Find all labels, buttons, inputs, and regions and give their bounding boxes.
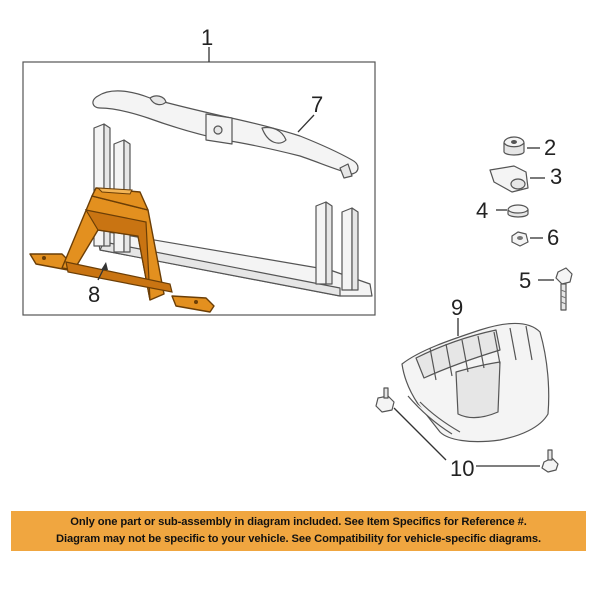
callout-8: 8 xyxy=(88,282,100,307)
disclaimer-banner: Only one part or sub-assembly in diagram… xyxy=(11,511,586,551)
callout-6: 6 xyxy=(547,225,559,250)
assembly-frame xyxy=(22,61,376,316)
callout-10: 10 xyxy=(450,456,474,481)
callout-2: 2 xyxy=(544,135,556,160)
upper-tie-bar xyxy=(92,90,359,179)
disclaimer-line-2: Diagram may not be specific to your vehi… xyxy=(56,533,541,545)
callout-10-leader-left xyxy=(393,407,447,461)
disclaimer-line-1: Only one part or sub-assembly in diagram… xyxy=(70,516,527,528)
bolt-part-5 xyxy=(555,267,573,311)
callout-7: 7 xyxy=(311,92,323,117)
callout-4: 4 xyxy=(476,198,488,223)
bracket-part-3 xyxy=(489,165,529,193)
callout-7-leader xyxy=(297,114,315,133)
highlighted-bracket-part-8 xyxy=(29,187,215,313)
fastener-part-10-left xyxy=(375,387,395,413)
deflector-part-9 xyxy=(401,322,550,443)
callout-1: 1 xyxy=(201,25,213,50)
insulator-part-2 xyxy=(503,136,525,156)
fastener-part-10-right xyxy=(541,449,559,473)
radiator-support-right-uprights xyxy=(315,201,359,291)
insulator-part-4 xyxy=(507,204,529,218)
callout-8-arrowhead xyxy=(101,262,108,270)
callout-5: 5 xyxy=(519,268,531,293)
callout-9: 9 xyxy=(451,295,463,320)
nut-part-6 xyxy=(511,231,529,247)
callout-3: 3 xyxy=(550,164,562,189)
